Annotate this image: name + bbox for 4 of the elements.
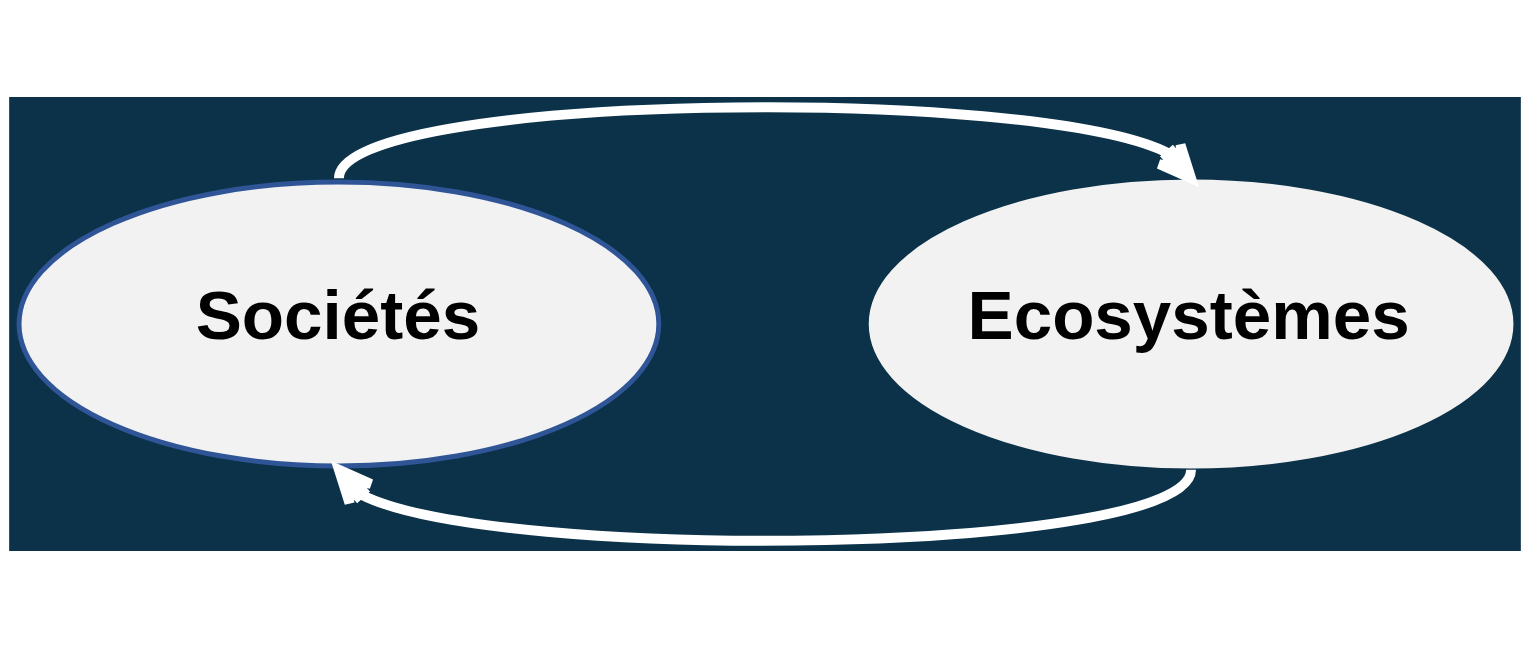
arrow (333, 464, 1196, 546)
node-ellipse: Ecosystèmes (868, 179, 1514, 469)
arrow (334, 102, 1197, 184)
node-ellipse: Sociétés (16, 179, 662, 469)
